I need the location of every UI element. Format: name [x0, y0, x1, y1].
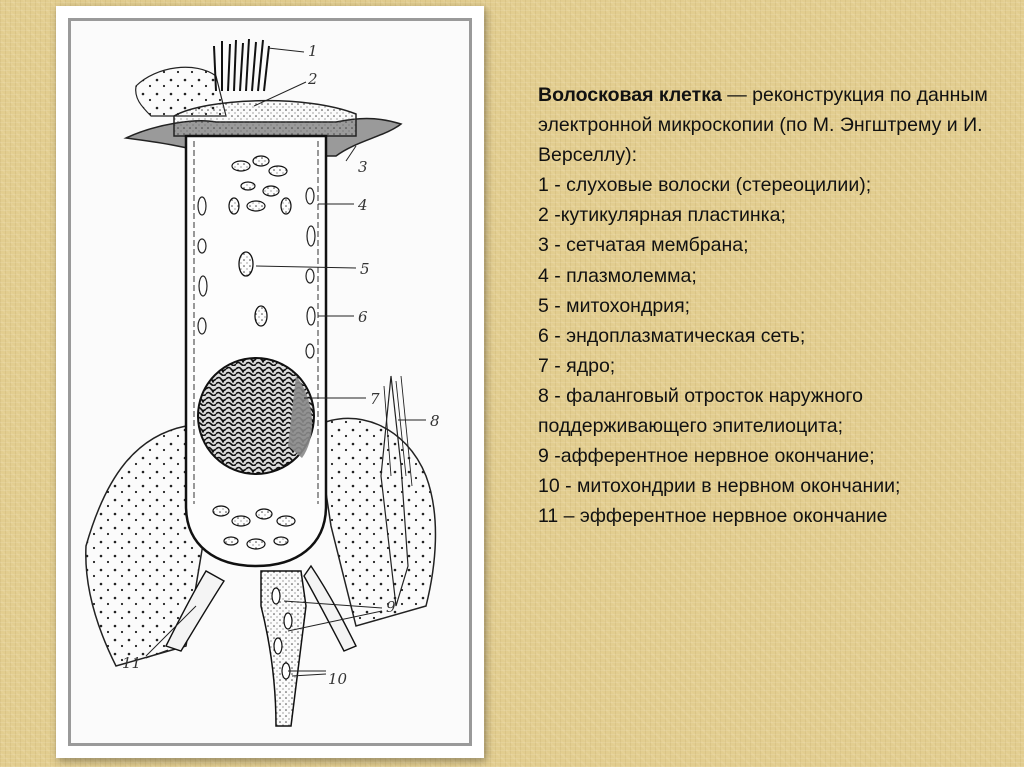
afferent-nerve-ending [260, 570, 307, 727]
label-4: 4 [357, 196, 368, 214]
legend-item-5: 5 - митохондрия; [538, 294, 691, 317]
supporting-cell-right [315, 417, 437, 627]
mitochondria-cluster-top [228, 155, 292, 215]
legend-item-8: 8 - фаланговый отросток наружного [538, 384, 863, 407]
mitochondria-cluster-bottom [212, 505, 296, 550]
legend-subtitle: — реконструкция по данным электронной ми… [538, 84, 988, 167]
legend-item-6: 6 - эндоплазматическая сеть; [538, 324, 806, 347]
cuticular-plate [173, 99, 357, 137]
label-7: 7 [370, 390, 380, 408]
label-5: 5 [360, 260, 370, 278]
efferent-nerve-ending [165, 570, 225, 652]
plasmalemma [193, 141, 319, 504]
label-11: 11 [122, 654, 141, 672]
legend-item-2: 2 -кутикулярная пластинка; [538, 204, 786, 227]
legend-title: Волосковая клетка [538, 84, 722, 106]
legend-title-line: Волосковая клетка — реконструкция по дан… [538, 80, 1008, 170]
leader-lines [145, 47, 426, 677]
label-9: 9 [386, 598, 396, 616]
legend-item-1: 1 - слуховые волоски (стереоцилии); [538, 174, 872, 197]
label-10: 10 [328, 670, 348, 688]
legend-item-9: 9 -афферентное нервное окончание; [538, 445, 875, 468]
legend-item-8-cont: поддерживающего эпителиоцита; [538, 415, 844, 438]
phalangeal-process [380, 375, 409, 607]
legend-text-block: Волосковая клетка — реконструкция по дан… [538, 80, 1008, 531]
figure-frame: 1 2 3 4 5 6 7 8 9 10 11 [56, 6, 484, 758]
label-8: 8 [430, 412, 440, 430]
stereocilia [213, 38, 270, 92]
legend-item-4: 4 - плазмолемма; [538, 264, 697, 287]
legend-item-11: 11 – эфферентное нервное окончание [538, 505, 888, 528]
legend-item-10: 10 - митохондрии в нервном окончании; [538, 475, 901, 498]
label-2: 2 [307, 70, 318, 88]
endoplasmic-reticulum [197, 187, 316, 359]
hair-cell-diagram: 1 2 3 4 5 6 7 8 9 10 11 [85, 38, 440, 727]
label-1: 1 [308, 42, 318, 60]
nucleus [197, 357, 315, 475]
mitochondrion [238, 251, 254, 277]
nerve-ending-mitochondria [271, 587, 293, 680]
label-3: 3 [358, 158, 368, 176]
label-6: 6 [358, 308, 368, 326]
legend-item-7: 7 - ядро; [538, 354, 616, 377]
legend-item-3: 3 - сетчатая мембрана; [538, 234, 749, 257]
